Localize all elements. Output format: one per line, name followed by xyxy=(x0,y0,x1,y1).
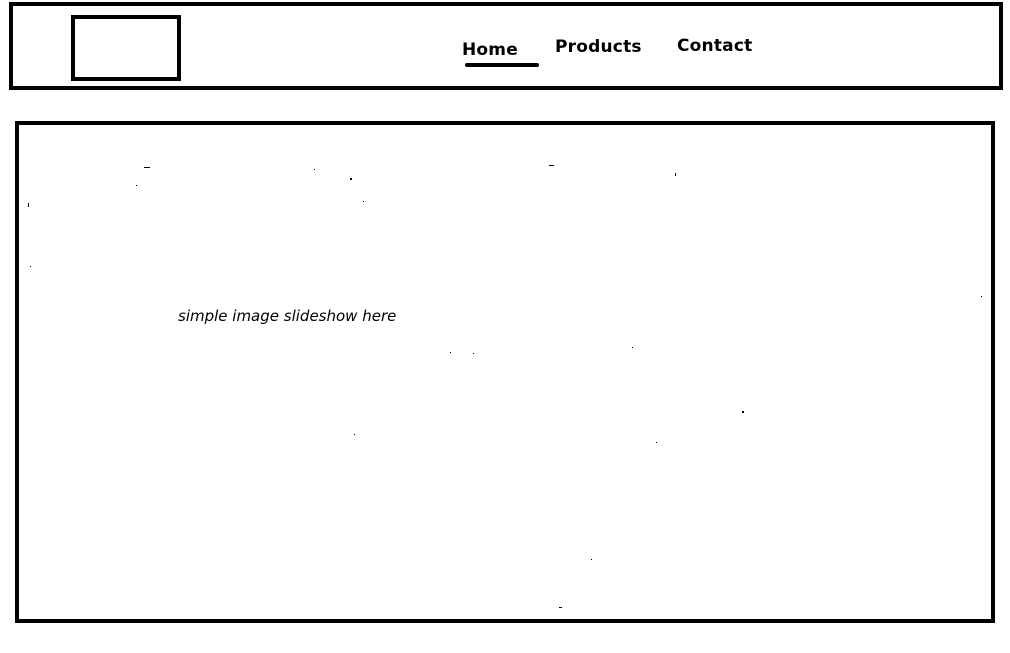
sketch-speck xyxy=(549,165,554,166)
slideshow-placeholder-text: simple image slideshow here xyxy=(178,307,397,325)
sketch-speck xyxy=(591,559,592,560)
image-slideshow[interactable]: simple image slideshow here xyxy=(15,121,995,623)
sketch-speck xyxy=(742,411,744,413)
nav-home-link[interactable]: Home xyxy=(462,40,518,60)
nav-products-link[interactable]: Products xyxy=(555,37,642,57)
nav-contact-link[interactable]: Contact xyxy=(677,36,753,56)
sketch-speck xyxy=(144,167,150,168)
sketch-speck xyxy=(363,201,364,202)
sketch-speck xyxy=(350,178,352,180)
sketch-speck xyxy=(28,203,29,207)
main-nav: Home Products Contact xyxy=(13,6,999,86)
sketch-speck xyxy=(136,185,137,186)
sketch-speck xyxy=(314,169,315,170)
sketch-speck xyxy=(30,266,31,267)
sketch-speck xyxy=(450,352,451,353)
sketch-speck xyxy=(675,173,676,176)
sketch-speck xyxy=(473,353,474,354)
site-header: Home Products Contact xyxy=(9,2,1003,90)
logo-placeholder[interactable] xyxy=(71,15,181,81)
sketch-speck xyxy=(656,442,657,443)
sketch-speck xyxy=(632,347,633,348)
sketch-speck xyxy=(354,434,355,435)
active-nav-indicator xyxy=(465,63,539,67)
sketch-speck xyxy=(559,607,562,608)
sketch-speck xyxy=(981,296,982,297)
